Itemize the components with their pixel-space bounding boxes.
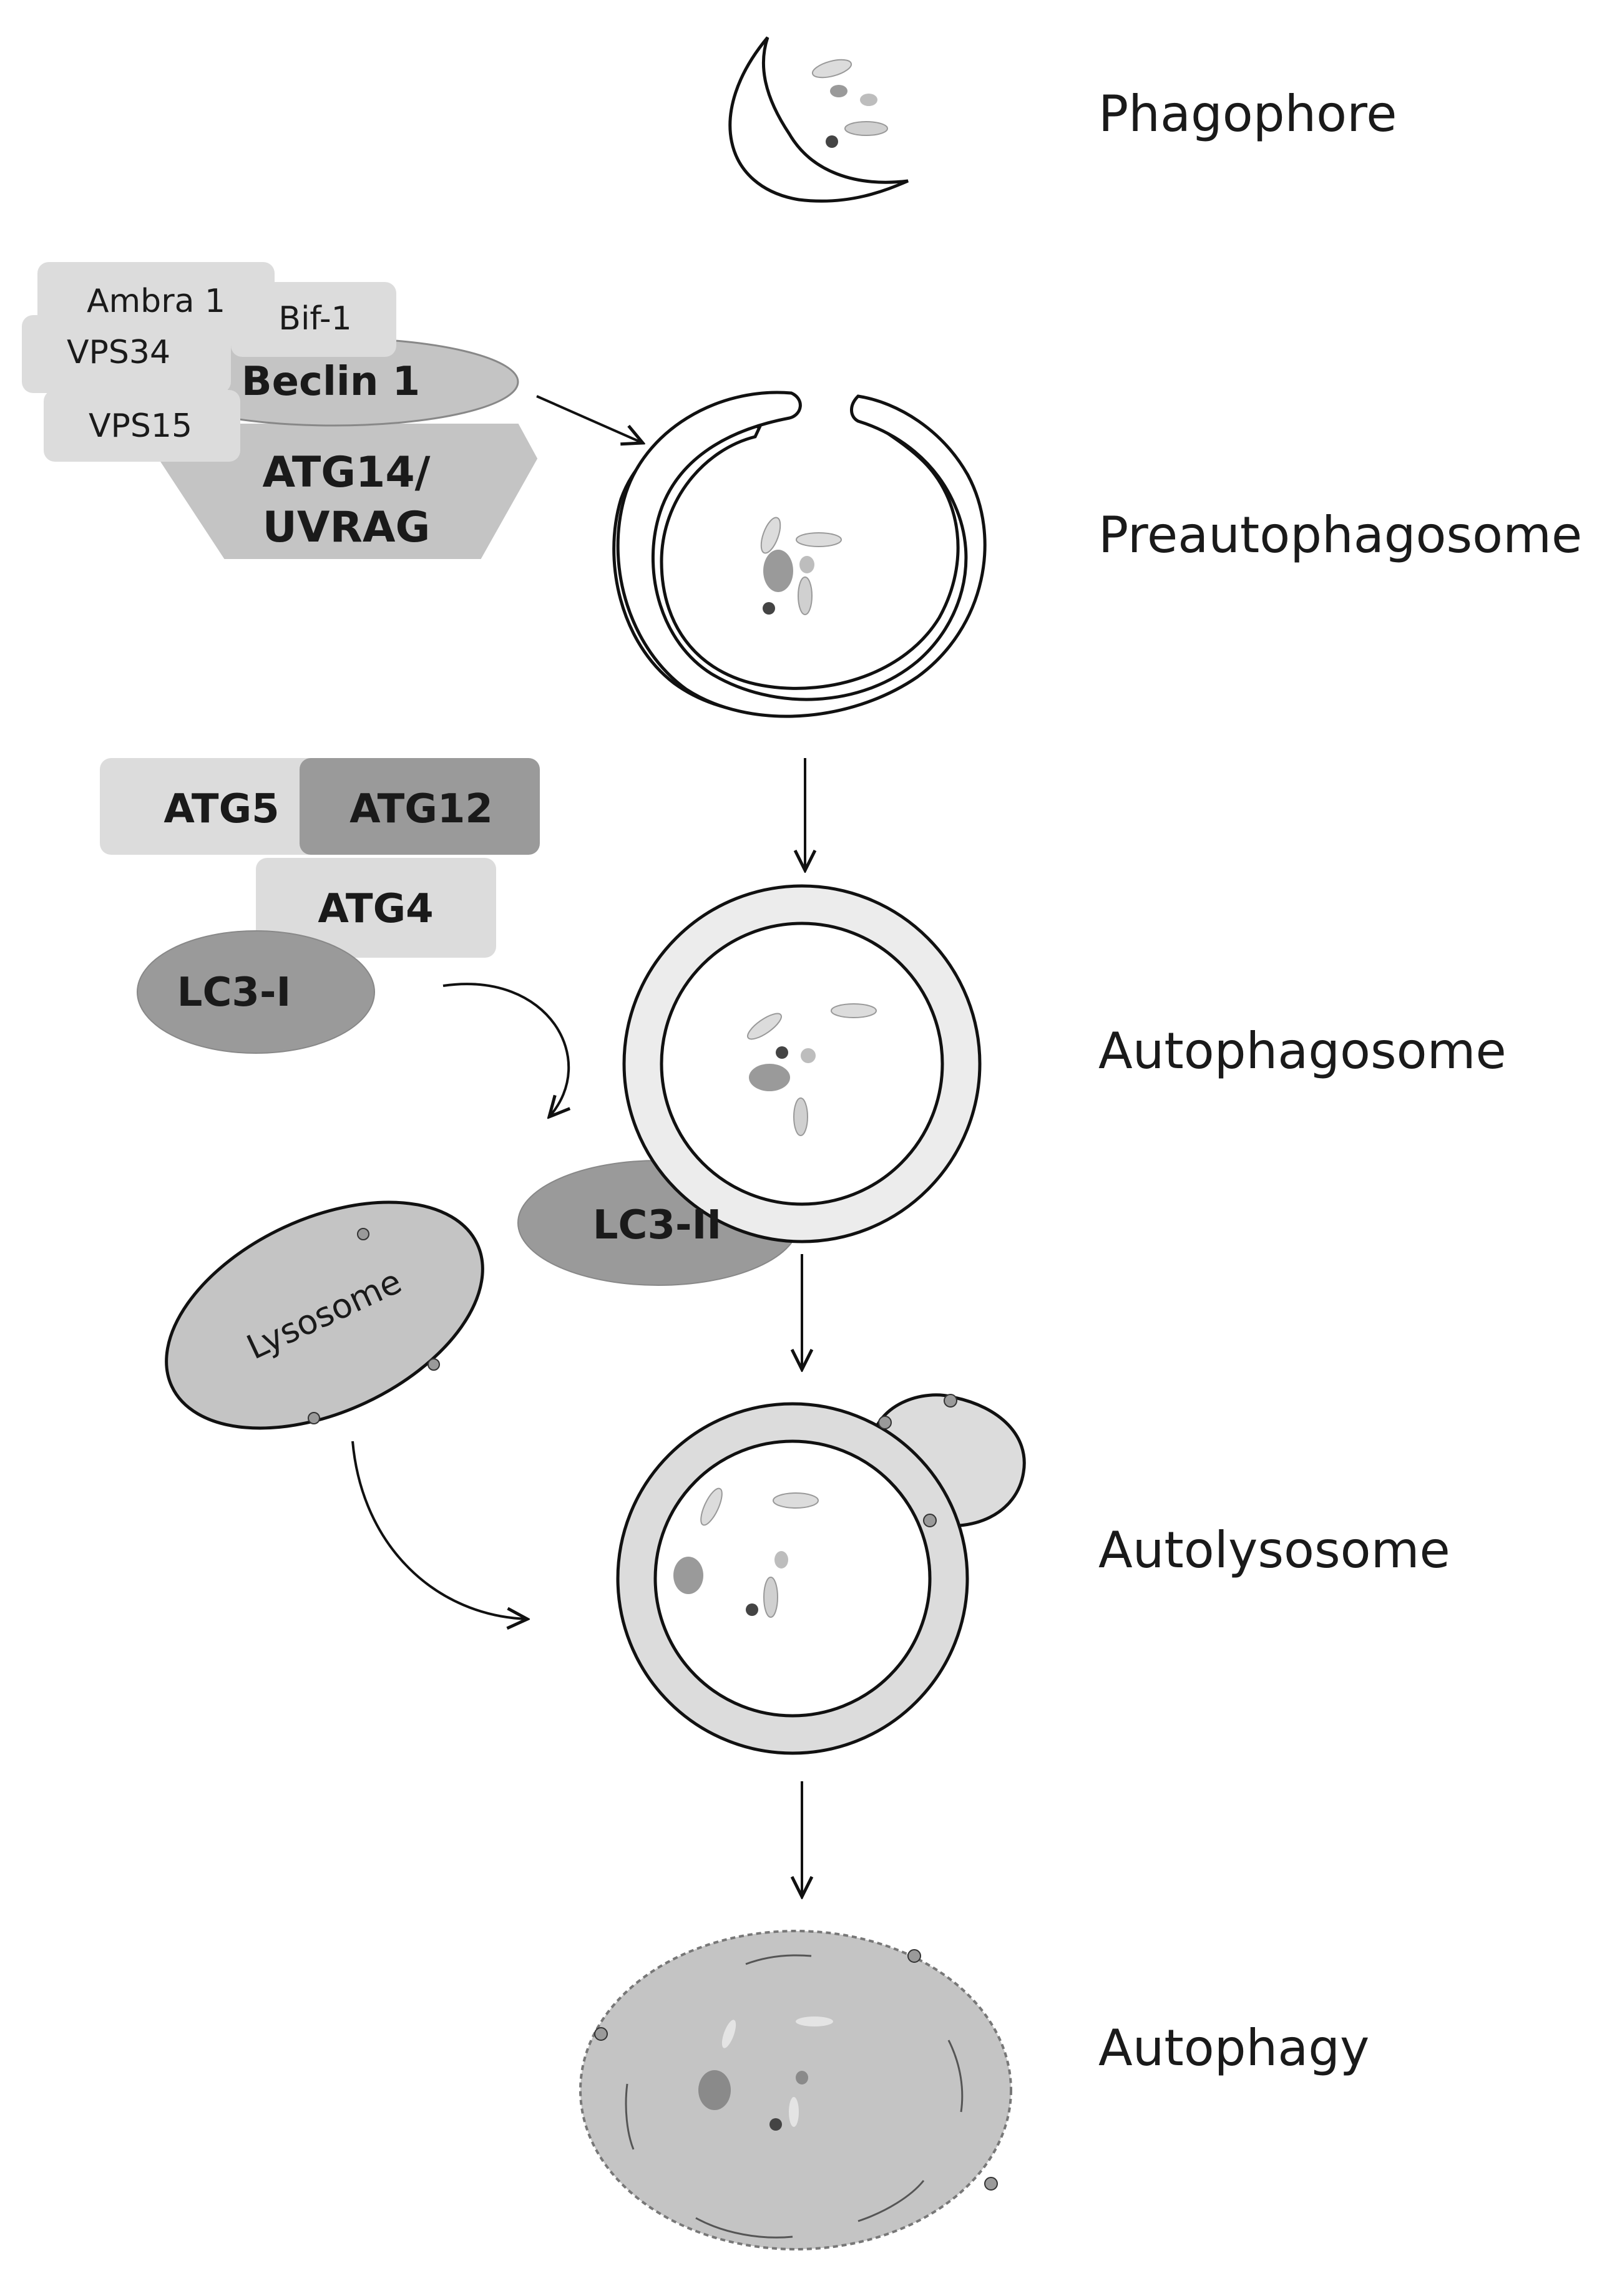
- bif1-label: Bif-1: [278, 300, 351, 338]
- autophagy: [579, 1930, 1012, 2250]
- bif1-box: [231, 282, 396, 357]
- lysosome: Lysosome: [165, 1200, 484, 1430]
- lysosome-marker: [427, 1358, 440, 1371]
- lysosome-marker: [308, 1412, 320, 1424]
- lysosome-marker: [878, 1416, 892, 1429]
- autophagosome: LC3-II: [517, 884, 982, 1286]
- stage-label-preautophagosome: Preautophagosome: [1098, 506, 1582, 564]
- lc3i-shape: [137, 930, 375, 1054]
- stage-label-autolysosome: Autolysosome: [1098, 1521, 1450, 1579]
- atg4-box: [256, 858, 496, 958]
- cargo-vesicle: [763, 1577, 778, 1618]
- stage-label-phagophore: Phagophore: [1098, 85, 1397, 143]
- ambra1-box: [37, 262, 275, 331]
- lysosome-marker: [944, 1394, 957, 1408]
- stage-label-autophagosome: Autophagosome: [1098, 1022, 1507, 1080]
- cargo-vesicle: [798, 576, 813, 615]
- cargo-vesicle: [698, 2070, 731, 2110]
- cargo-vesicle: [747, 1013, 782, 1040]
- cargo-particle: [763, 602, 775, 615]
- beclin1-label: Beclin 1: [242, 359, 420, 405]
- cargo-vesicle: [721, 2020, 736, 2048]
- atg4-label: ATG4: [318, 886, 433, 932]
- cargo-vesicle: [831, 1003, 877, 1018]
- lysosome-body: [165, 1200, 484, 1430]
- arrow-lysosome-to-autolysosome: [351, 1441, 527, 1619]
- vps15-box: [44, 390, 240, 462]
- stage-label-autophagy: Autophagy: [1098, 2019, 1369, 2077]
- atg5-label: ATG5: [164, 786, 279, 832]
- cargo-vesicle: [830, 85, 847, 97]
- cargo-vesicle: [860, 94, 877, 106]
- lc3ii-label: LC3-II: [593, 1202, 721, 1248]
- phagophore: [728, 36, 909, 203]
- preautophagosome-inner-membrane: [616, 391, 987, 718]
- degraded-membrane-fragment: [745, 1954, 812, 1965]
- cargo-vesicle: [763, 550, 793, 592]
- atg14-label: ATG14/: [262, 448, 430, 497]
- degraded-membrane-fragment: [857, 2180, 925, 2222]
- atg12-box: [300, 758, 540, 855]
- cargo-vesicle: [796, 2016, 833, 2026]
- lc3i-label: LC3-I: [177, 970, 291, 1016]
- vps15-label: VPS15: [89, 407, 192, 445]
- lysosome-marker: [357, 1228, 369, 1240]
- atg-conjugation-complex: ATG5 ATG12 ATG4 LC3-I: [100, 758, 540, 1054]
- cargo-vesicle: [793, 1097, 808, 1136]
- lysosome-marker: [923, 1514, 937, 1527]
- cargo-vesicle: [811, 59, 852, 79]
- lysosome-marker: [594, 2027, 608, 2041]
- autolysosome: [616, 1393, 1026, 1755]
- cargo-particle: [769, 2118, 782, 2131]
- cargo-vesicle: [801, 1048, 816, 1063]
- preautophagosome: [612, 391, 987, 718]
- cargo-vesicle: [789, 2097, 799, 2127]
- cargo-particle: [776, 1046, 788, 1059]
- vps34-label: VPS34: [67, 334, 170, 371]
- lysosome-marker: [907, 1949, 921, 1963]
- degraded-membrane-fragment: [947, 2040, 964, 2113]
- degraded-membrane-fragment: [695, 2217, 793, 2239]
- cargo-vesicle: [673, 1557, 703, 1594]
- cargo-vesicle: [749, 1064, 790, 1091]
- cargo-vesicle: [796, 532, 842, 547]
- cargo-vesicle: [799, 556, 814, 573]
- phagophore-crescent: [728, 36, 909, 203]
- cargo-vesicle: [773, 1492, 819, 1509]
- cargo-vesicle: [760, 517, 781, 554]
- arrow-lc3i-to-lc3ii: [442, 983, 569, 1117]
- cargo-vesicle: [844, 121, 888, 136]
- atg12-label: ATG12: [349, 786, 493, 832]
- ambra1-label: Ambra 1: [87, 283, 225, 320]
- cargo-vesicle: [774, 1551, 788, 1569]
- atg5-box: [100, 758, 343, 855]
- cargo-particle: [826, 135, 838, 148]
- beclin1-complex: Ambra 1 Bif-1 VPS34 Beclin 1 VPS15 ATG14…: [22, 262, 538, 559]
- cargo-vesicle: [700, 1487, 723, 1526]
- uvrag-label: UVRAG: [263, 503, 431, 552]
- arrow-complex1-to-preautophagosome: [536, 395, 643, 443]
- degraded-membrane-fragment: [625, 2083, 635, 2150]
- autophagosome-inner-membrane: [660, 922, 944, 1206]
- autophagy-body: [579, 1930, 1012, 2250]
- autolysosome-inner-membrane: [653, 1439, 932, 1718]
- lysosome-marker: [984, 2177, 998, 2191]
- vps34-box: [22, 315, 231, 393]
- cargo-vesicle: [796, 2071, 808, 2084]
- cargo-particle: [746, 1603, 758, 1616]
